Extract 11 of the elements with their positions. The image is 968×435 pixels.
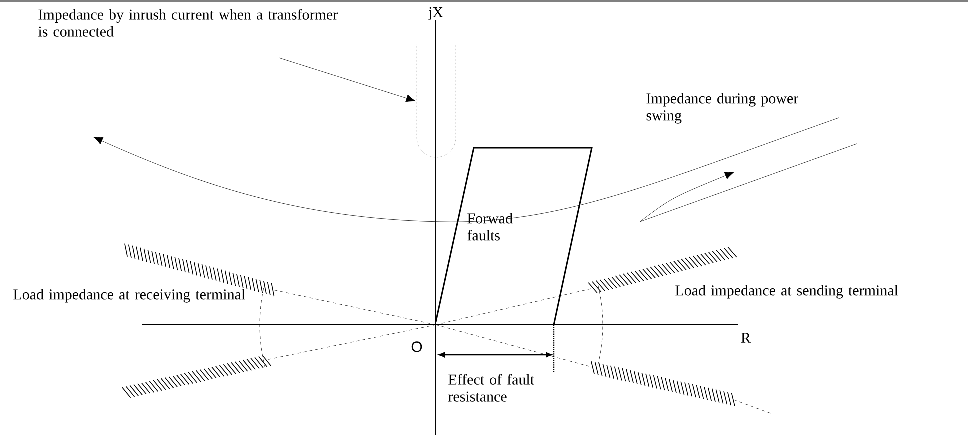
annotation-text: Effect of fault resistance — [448, 374, 534, 402]
impedance-zone — [416, 44, 456, 158]
annotation-text: Impedance by inrush current when a transformer is connected — [38, 9, 338, 37]
axis-label: jX — [428, 7, 444, 21]
fault-region: Forwad faults — [435, 147, 593, 326]
axis-label: R — [741, 333, 751, 343]
origin-label: O — [412, 342, 422, 352]
annotation-text: Impedance during power swing — [646, 93, 799, 124]
annotation-text: Load impedance at sending terminal — [676, 285, 898, 299]
leader-line — [279, 58, 416, 102]
annotation-text: Load impedance at receiving terminal — [14, 289, 246, 303]
